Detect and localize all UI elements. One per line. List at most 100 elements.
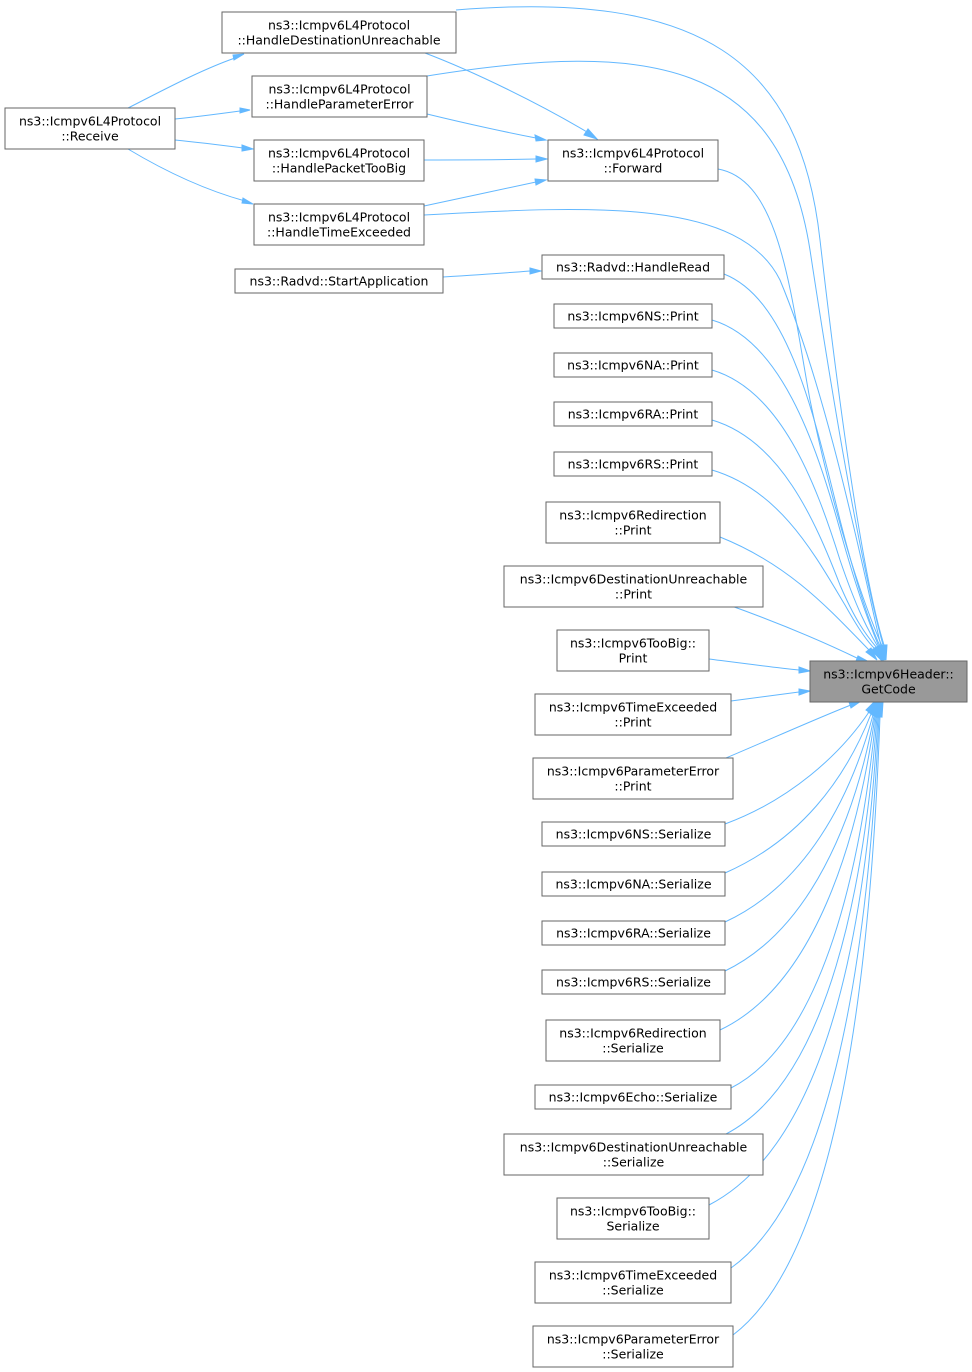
node-label: ns3::Icmpv6RS::Serialize: [556, 975, 711, 990]
arrowhead: [798, 688, 812, 696]
edge-pe_print-to-getcode: [725, 700, 863, 759]
edge-hte-to-fwd: [423, 178, 548, 207]
node-fwd[interactable]: ns3::Icmpv6L4Protocol::Forward: [547, 139, 719, 182]
node-hdu[interactable]: ns3::Icmpv6L4Protocol::HandleDestination…: [221, 11, 457, 54]
node-label: ns3::Icmpv6TimeExceeded: [549, 700, 717, 715]
node-box: [251, 75, 428, 118]
node-label: ns3::Icmpv6ParameterError: [547, 764, 720, 779]
node-label: ::Print: [614, 779, 651, 794]
arrowhead: [583, 128, 599, 141]
edge-line: [423, 181, 537, 207]
node-label: ns3::Icmpv6NS::Print: [567, 309, 698, 324]
node-tb-ser[interactable]: ns3::Icmpv6TooBig::Serialize: [556, 1197, 710, 1240]
node-label: ns3::Icmpv6L4Protocol: [268, 210, 410, 225]
node-label: ::HandleDestinationUnreachable: [237, 33, 440, 48]
edge-line: [711, 369, 879, 648]
edge-te_print-to-getcode: [730, 688, 812, 702]
node-getcode[interactable]: ns3::Icmpv6Header::GetCode: [809, 660, 968, 703]
node-label: ns3::Icmpv6TooBig::: [570, 1204, 696, 1219]
arrowhead: [535, 155, 549, 163]
node-label: ns3::Icmpv6DestinationUnreachable: [520, 1140, 748, 1155]
node-label: ::Print: [615, 587, 652, 602]
node-box: [553, 352, 713, 378]
node-label: ns3::Radvd::StartApplication: [250, 274, 429, 289]
node-label: ns3::Icmpv6NS::Serialize: [556, 827, 712, 842]
node-label: ::Print: [614, 715, 651, 730]
node-du-ser[interactable]: ns3::Icmpv6DestinationUnreachable::Seria…: [503, 1133, 764, 1176]
node-start[interactable]: ns3::Radvd::StartApplication: [234, 268, 444, 294]
edge-line: [711, 319, 880, 648]
node-label: ns3::Icmpv6Redirection: [559, 508, 706, 523]
node-box: [534, 1261, 732, 1304]
edge-line: [174, 139, 244, 149]
edge-line: [724, 714, 874, 923]
node-label: ns3::Icmpv6Header::: [823, 667, 954, 682]
node-label: ns3::Icmpv6RS::Print: [568, 457, 699, 472]
node-redir-ser[interactable]: ns3::Icmpv6Redirection::Serialize: [545, 1019, 721, 1062]
node-label: ns3::Icmpv6Redirection: [559, 1026, 706, 1041]
arrowhead: [534, 178, 548, 186]
node-box: [234, 268, 444, 294]
edge-line: [725, 704, 852, 759]
node-box: [545, 1019, 721, 1062]
edge-tb_print-to-getcode: [708, 658, 812, 674]
node-label: ns3::Icmpv6NA::Serialize: [555, 877, 711, 892]
node-label: ns3::Icmpv6NA::Print: [567, 358, 699, 373]
edge-line: [730, 715, 880, 1269]
node-box: [541, 871, 726, 897]
node-recv[interactable]: ns3::Icmpv6L4Protocol::Receive: [4, 107, 176, 150]
node-label: ::HandleParameterError: [265, 97, 414, 112]
node-box: [545, 501, 721, 544]
node-label: Serialize: [606, 1219, 659, 1234]
node-box: [541, 969, 726, 995]
edge-line: [723, 273, 881, 647]
edge-line: [127, 57, 236, 109]
edge-echo_ser-to-getcode: [730, 701, 880, 1089]
node-te-ser[interactable]: ns3::Icmpv6TimeExceeded::Serialize: [534, 1261, 732, 1304]
node-hte[interactable]: ns3::Icmpv6L4Protocol::HandleTimeExceede…: [253, 203, 425, 246]
node-hpe[interactable]: ns3::Icmpv6L4Protocol::HandleParameterEr…: [251, 75, 428, 118]
node-box: [532, 1325, 734, 1368]
arrowhead: [529, 267, 543, 275]
edge-line: [426, 113, 537, 139]
node-label: Print: [619, 651, 648, 666]
node-label: ns3::Icmpv6Echo::Serialize: [549, 1090, 718, 1105]
edge-recv-to-hpe: [174, 107, 251, 120]
node-rs-ser[interactable]: ns3::Icmpv6RS::Serialize: [541, 969, 726, 995]
node-pe-print[interactable]: ns3::Icmpv6ParameterError::Print: [532, 757, 734, 800]
edge-line: [455, 6, 885, 646]
node-box: [4, 107, 176, 150]
edge-line: [442, 270, 531, 278]
arrowhead: [241, 144, 255, 152]
node-box: [503, 565, 764, 608]
node-hread[interactable]: ns3::Radvd::HandleRead: [541, 254, 725, 280]
node-du-print[interactable]: ns3::Icmpv6DestinationUnreachable::Print: [503, 565, 764, 608]
node-echo-ser[interactable]: ns3::Icmpv6Echo::Serialize: [534, 1084, 732, 1110]
node-na-print[interactable]: ns3::Icmpv6NA::Print: [553, 352, 713, 378]
node-box: [534, 1084, 732, 1110]
node-label: ns3::Icmpv6DestinationUnreachable: [520, 572, 748, 587]
node-te-print[interactable]: ns3::Icmpv6TimeExceeded::Print: [534, 693, 732, 736]
node-hptb[interactable]: ns3::Icmpv6L4Protocol::HandlePacketTooBi…: [253, 139, 425, 182]
edge-ns_ser-to-getcode: [724, 700, 875, 825]
node-ra-ser[interactable]: ns3::Icmpv6RA::Serialize: [541, 920, 726, 946]
node-box: [547, 139, 719, 182]
node-ns-ser[interactable]: ns3::Icmpv6NS::Serialize: [541, 821, 726, 847]
node-redir-print[interactable]: ns3::Icmpv6Redirection::Print: [545, 501, 721, 544]
node-box: [809, 660, 968, 703]
edge-line: [719, 715, 876, 1031]
node-tb-print[interactable]: ns3::Icmpv6TooBig::Print: [556, 629, 710, 672]
arrowhead: [798, 666, 812, 674]
node-rs-print[interactable]: ns3::Icmpv6RS::Print: [553, 451, 713, 477]
node-pe-ser[interactable]: ns3::Icmpv6ParameterError::Serialize: [532, 1325, 734, 1368]
node-box: [534, 693, 732, 736]
node-box: [541, 254, 725, 280]
node-ra-print[interactable]: ns3::Icmpv6RA::Print: [553, 401, 713, 427]
node-na-ser[interactable]: ns3::Icmpv6NA::Serialize: [541, 871, 726, 897]
node-box: [532, 757, 734, 800]
arrowhead: [870, 647, 882, 662]
edge-recv-to-hdu: [127, 53, 245, 109]
edge-rs_print-to-getcode: [711, 469, 882, 662]
node-ns-print[interactable]: ns3::Icmpv6NS::Print: [553, 303, 713, 329]
